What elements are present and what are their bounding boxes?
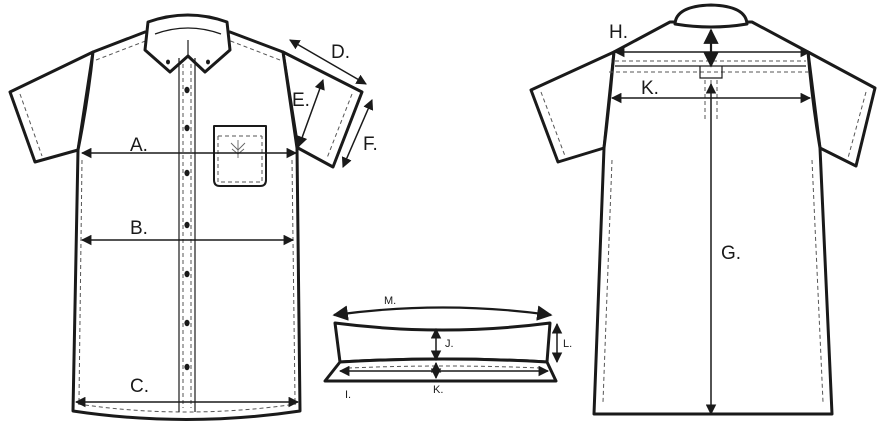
collar-band — [333, 321, 552, 364]
front-buttons — [166, 59, 210, 371]
measure-line-d — [289, 39, 367, 85]
label-i: I. — [345, 389, 351, 401]
back-shirt — [529, 3, 877, 416]
measure-line-f — [341, 99, 374, 168]
label-h: H. — [609, 22, 628, 43]
measure-line-e — [297, 79, 325, 147]
label-e: E. — [292, 90, 310, 111]
label-a: A. — [130, 135, 148, 156]
label-k-collar: K. — [433, 384, 443, 396]
back-left-sleeve — [529, 50, 616, 164]
measure-line-m — [332, 305, 553, 321]
label-j: J. — [445, 338, 454, 350]
front-shirt — [8, 13, 364, 421]
back-collar — [673, 3, 749, 29]
label-f: F. — [363, 134, 378, 155]
back-body — [592, 20, 834, 416]
label-l: L. — [563, 338, 572, 350]
collar-measurements — [332, 305, 563, 380]
label-b: B. — [130, 218, 148, 239]
label-m: M. — [384, 295, 396, 307]
chest-pocket — [213, 125, 267, 187]
front-measurements — [74, 39, 374, 408]
flat-collar — [323, 321, 558, 383]
label-c: C. — [130, 376, 149, 397]
label-k-back: K. — [641, 78, 659, 99]
back-measurements — [610, 28, 812, 416]
collar-base — [323, 357, 558, 383]
label-g: G. — [721, 243, 741, 264]
label-d: D. — [331, 42, 350, 63]
